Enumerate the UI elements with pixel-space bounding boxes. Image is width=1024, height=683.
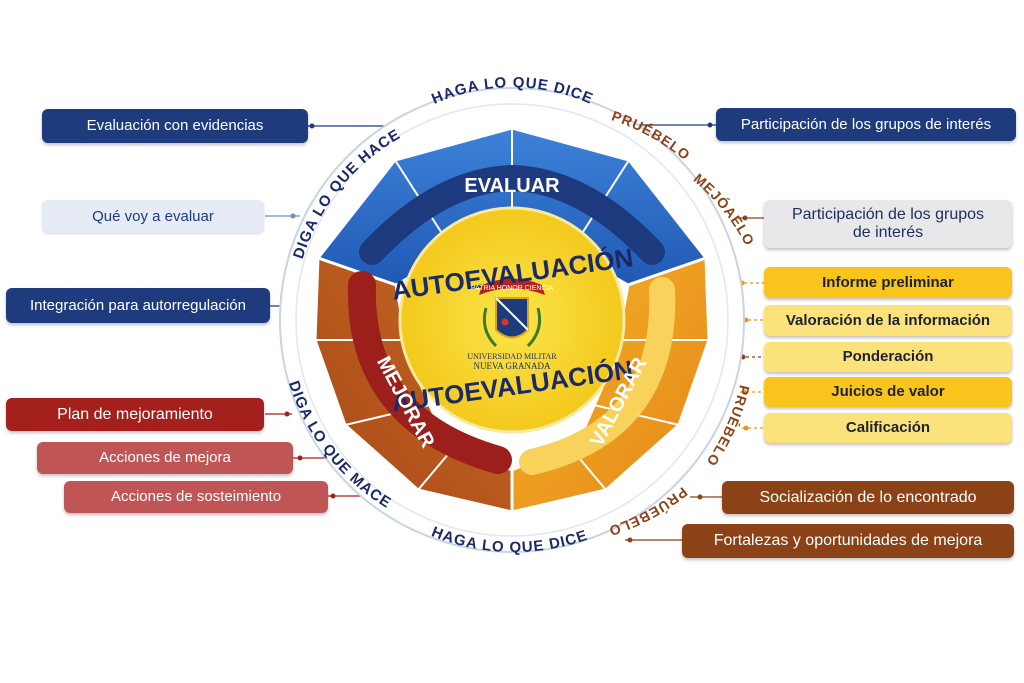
valorar-band xyxy=(519,277,676,475)
box-evaluacion-con-evidencias: Evaluación con evidencias xyxy=(42,109,308,143)
box-valoracion-informacion: Valoración de la información xyxy=(764,305,1012,336)
seal-ribbon-text: PATRIA HONOR CIENCIA xyxy=(471,285,554,292)
evaluar-band xyxy=(359,164,665,265)
participacion-2-line2: de interés xyxy=(852,224,924,241)
box-acciones-de-mejora: Acciones de mejora xyxy=(37,442,293,474)
segment-label-evaluar: EVALUAR xyxy=(464,175,560,197)
seal-name-line1: UNIVERSIDAD MILITAR xyxy=(467,352,557,361)
box-ponderacion: Ponderación xyxy=(764,342,1012,372)
box-integracion-autorregulacion: Integración para autorregulación xyxy=(6,288,270,323)
university-seal xyxy=(479,278,545,348)
box-participacion-grupos-1: Participación de los grupos de interés xyxy=(716,108,1016,141)
mejorar-band xyxy=(347,271,512,474)
box-socializacion: Socialización de lo encontrado xyxy=(722,481,1014,514)
participacion-2-line1: Participación de los grupos xyxy=(791,206,985,223)
box-acciones-de-sostenimiento: Acciones de sosteimiento xyxy=(64,481,328,513)
box-informe-preliminar: Informe preliminar xyxy=(764,267,1012,298)
seal-name-line2: NUEVA GRANADA xyxy=(473,361,551,371)
box-calificacion: Calificación xyxy=(764,413,1012,443)
box-participacion-grupos-2: Participación de los grupos de interés xyxy=(764,200,1012,248)
box-juicios-de-valor: Juicios de valor xyxy=(764,377,1012,407)
box-fortalezas-oportunidades: Fortalezas y oportunidades de mejora xyxy=(682,524,1014,558)
box-plan-de-mejoramiento: Plan de mejoramiento xyxy=(6,398,264,431)
box-que-voy-a-evaluar: Qué voy a evaluar xyxy=(42,200,264,233)
